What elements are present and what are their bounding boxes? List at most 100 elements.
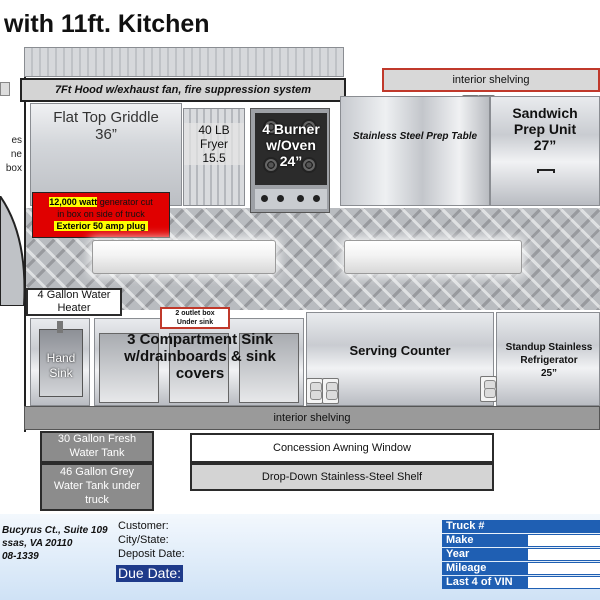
- sandwich-handle: [537, 169, 555, 173]
- fryer-label-3: 15.5: [184, 151, 244, 165]
- oven-knob-3: [297, 195, 304, 202]
- refrigerator-label-1: Standup Stainless: [505, 342, 593, 353]
- comp-sink-label-2: w/drainboards & sink: [124, 348, 276, 365]
- make-label: Make: [446, 534, 474, 546]
- burner-2: [301, 119, 317, 135]
- outlet-counter-2: [322, 378, 339, 404]
- mileage-info-row: Mileage: [442, 562, 600, 575]
- truck-number-label: Truck #: [446, 520, 485, 532]
- fryer-label-2: Fryer: [184, 137, 244, 151]
- sandwich-label-2: Prep Unit: [513, 121, 577, 137]
- city-state-label: City/State:: [118, 534, 169, 546]
- hand-sink: Hand Sink: [30, 318, 90, 406]
- standup-refrigerator: Standup Stainless Refrigerator 25”: [496, 312, 600, 406]
- water-heater-label-2: Heater: [57, 302, 91, 314]
- grey-tank-label-3: truck: [85, 493, 109, 506]
- griddle-label-2: 36”: [95, 126, 117, 143]
- ceiling-light-1: [92, 240, 276, 274]
- fresh-tank-label-2: Water Tank: [69, 447, 125, 459]
- deposit-date-label: Deposit Date:: [118, 548, 185, 560]
- generator-line-1: 12,000 watt generator cut: [33, 196, 169, 208]
- hand-sink-basin: [39, 329, 83, 397]
- refrigerator-label-2: Refrigerator: [520, 355, 578, 366]
- outlet-box-label-2: Under sink: [176, 319, 214, 326]
- due-date-label: Due Date:: [116, 565, 184, 582]
- make-info-row: Make: [442, 534, 600, 547]
- four-burner-oven: 4 Burner w/Oven 24”: [250, 108, 330, 213]
- oven-knob-panel: [255, 189, 327, 209]
- hand-sink-label-1: Hand: [46, 351, 76, 365]
- three-compartment-sink: 3 Compartment Sink w/drainboards & sink …: [94, 318, 304, 406]
- oven-label-1: 4 Burner: [262, 121, 320, 137]
- comp-sink-labels: 3 Compartment Sink w/drainboards & sink …: [95, 331, 305, 382]
- fryer: 40 LB Fryer 15.5: [183, 108, 245, 206]
- griddle-label-1: Flat Top Griddle: [53, 109, 159, 126]
- address-line-3: 08-1339: [2, 551, 39, 562]
- sink-basin-1: [99, 333, 159, 403]
- year-label: Year: [446, 548, 470, 560]
- left-edge-box: [0, 82, 10, 96]
- stainless-prep-table: Stainless Steel Prep Table: [340, 96, 490, 206]
- burner-4: [301, 157, 317, 173]
- interior-shelving-top: interior shelving: [382, 68, 600, 92]
- oven-knob-4: [313, 195, 320, 202]
- sink-basin-3: [239, 333, 299, 403]
- year-value[interactable]: [528, 549, 600, 560]
- left-edge-labels: es ne box: [0, 134, 22, 176]
- hood-label: 7Ft Hood w/exhaust fan, fire suppression…: [20, 78, 346, 102]
- interior-shelving-bottom: interior shelving: [24, 406, 600, 430]
- concession-awning-window: Concession Awning Window: [190, 433, 494, 463]
- refrigerator-label-3: 25”: [540, 368, 558, 379]
- outlet-counter-1: [306, 378, 323, 404]
- grey-water-tank: 46 Gallon Grey Water Tank under truck: [40, 463, 154, 511]
- year-info-row: Year: [442, 548, 600, 561]
- oven-knob-1: [261, 195, 268, 202]
- hood-canopy: [24, 47, 344, 77]
- address-line-1: Bucyrus Ct., Suite 109: [2, 525, 108, 536]
- fresh-water-tank: 30 Gallon Fresh Water Tank: [40, 431, 154, 463]
- grey-tank-label-1: 46 Gallon Grey: [60, 466, 134, 479]
- comp-sink-label-3: covers: [175, 365, 225, 382]
- generator-plug: Exterior 50 amp plug: [54, 221, 148, 231]
- mileage-value[interactable]: [528, 563, 600, 574]
- comp-sink-label-1: 3 Compartment Sink: [127, 331, 273, 348]
- generator-cut: generator cut: [97, 197, 153, 207]
- outlet-fridge: [480, 376, 497, 402]
- truck-frame: [24, 60, 600, 432]
- company-address: Bucyrus Ct., Suite 109 ssas, VA 20110 08…: [2, 524, 108, 563]
- outlet-box-under-sink: 2 outlet box Under sink: [160, 307, 230, 329]
- burner-1: [263, 119, 279, 135]
- truck-info-row: Truck #: [442, 520, 600, 533]
- vin-value[interactable]: [528, 577, 600, 588]
- generator-line-3: Exterior 50 amp plug: [33, 220, 169, 232]
- mileage-label: Mileage: [446, 562, 487, 574]
- fresh-tank-label-1: 30 Gallon Fresh: [57, 433, 137, 446]
- ceiling-light-2: [344, 240, 522, 274]
- flat-top-griddle: Flat Top Griddle 36”: [30, 103, 182, 206]
- make-value[interactable]: [528, 535, 600, 546]
- truck-number-value[interactable]: [528, 521, 600, 532]
- left-label-1: es: [11, 135, 22, 146]
- generator-wattage: 12,000 watt: [49, 197, 98, 207]
- oven-labels: 4 Burner w/Oven 24”: [251, 121, 331, 169]
- sandwich-prep-unit: Sandwich Prep Unit 27”: [490, 96, 600, 206]
- grey-tank-label-2: Water Tank under: [53, 480, 141, 493]
- hand-sink-faucet: [57, 321, 63, 333]
- vin-label: Last 4 of VIN: [446, 576, 513, 588]
- water-heater-label-1: 4 Gallon Water: [37, 289, 111, 301]
- oven-knob-2: [277, 195, 284, 202]
- page-title: with 11ft. Kitchen: [4, 10, 210, 38]
- hand-sink-labels: Hand Sink: [31, 351, 91, 381]
- outlet-box-label-1: 2 outlet box: [175, 310, 215, 317]
- serving-counter-label: Serving Counter: [349, 343, 451, 358]
- vin-info-row: Last 4 of VIN: [442, 576, 600, 589]
- prep-table-label: Stainless Steel Prep Table: [352, 131, 478, 142]
- left-label-3: box: [5, 163, 22, 174]
- sandwich-label-3: 27”: [533, 137, 557, 153]
- fryer-label-1: 40 LB: [184, 123, 244, 137]
- refrigerator-labels: Standup Stainless Refrigerator 25”: [497, 341, 600, 380]
- generator-box: 12,000 watt generator cut in box on side…: [32, 192, 170, 238]
- burner-3: [263, 157, 279, 173]
- drop-down-shelf: Drop-Down Stainless-Steel Shelf: [190, 463, 494, 491]
- customer-label: Customer:: [118, 520, 169, 532]
